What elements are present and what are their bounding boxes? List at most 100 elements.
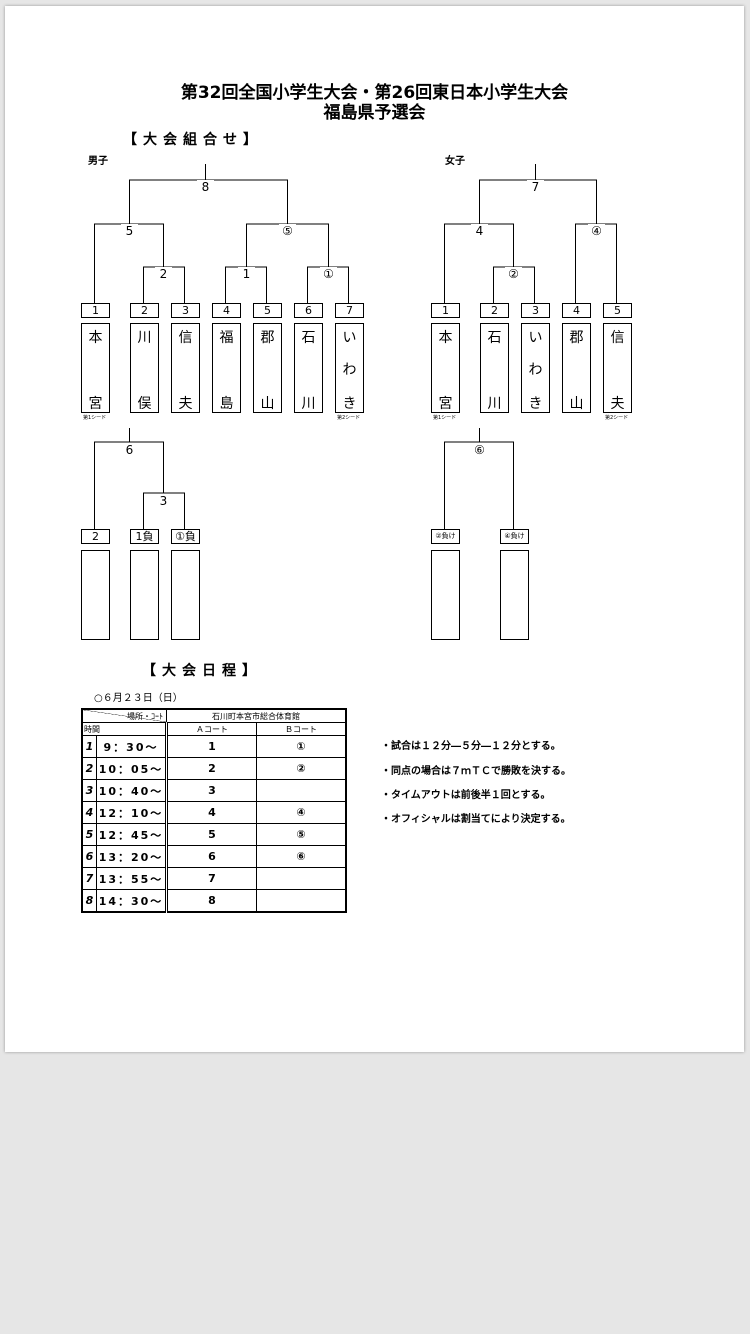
team-char: 島 [219, 396, 234, 412]
boys-slot-7: 7 [335, 303, 364, 318]
girls-seed-1: 第1シード [433, 415, 457, 421]
row-no: 6 [81, 845, 97, 868]
row-court-a: 2 [165, 757, 257, 780]
boys-slot-3: 3 [171, 303, 200, 318]
bracket-section-heading: 【大会組合せ】 [123, 132, 263, 148]
team-char: 信 [610, 330, 625, 346]
boys-slot-1: 1 [81, 303, 110, 318]
boys-cons-slot-3: ①負 [171, 529, 200, 544]
row-court-b [256, 779, 347, 802]
row-time: 12：45〜 [96, 823, 167, 846]
team-char: 夫 [610, 396, 625, 412]
boys-team-2: 川 俣 [130, 323, 159, 413]
row-time: 10：05〜 [96, 757, 167, 780]
header-time: 時間 [81, 722, 167, 736]
table-header-row: 時間 Ａコート Ｂコート [81, 722, 347, 736]
table-row: 7 13：55〜 7 [81, 867, 347, 890]
girls-match-7: 7 [527, 180, 544, 194]
team-char: 川 [487, 396, 502, 412]
boys-cons-box-1 [81, 550, 110, 640]
note-2: ・同点の場合は７ｍＴＣで勝敗を決する。 [381, 766, 571, 777]
boys-team-5: 郡 山 [253, 323, 282, 413]
header-venue: 石川町本宮市総合体育館 [166, 708, 347, 723]
girls-slot-4: 4 [562, 303, 591, 318]
row-time: 9：30〜 [96, 735, 167, 758]
team-char: わ [528, 362, 543, 378]
header-court-b: Ｂコート [256, 722, 347, 736]
boys-team-3: 信 夫 [171, 323, 200, 413]
row-time: 13：20〜 [96, 845, 167, 868]
table-row: 6 13：20〜 6 ⑥ [81, 845, 347, 868]
team-char: 本 [88, 330, 103, 346]
boys-seed-1: 第1シード [83, 415, 107, 421]
team-char: 郡 [569, 330, 584, 346]
schedule-table: 場所・ｺｰﾄ 石川町本宮市総合体育館 時間 Ａコート Ｂコート 1 9：30〜 … [81, 708, 347, 913]
boys-cons-box-3 [171, 550, 200, 640]
row-court-a: 5 [165, 823, 257, 846]
team-char: 山 [569, 396, 584, 412]
row-court-b [256, 889, 347, 913]
girls-slot-3: 3 [521, 303, 550, 318]
row-time: 13：55〜 [96, 867, 167, 890]
doc-title-line2: 福島県予選会 [323, 103, 426, 123]
team-char: い [342, 330, 357, 346]
row-time: 14：30〜 [96, 889, 167, 913]
team-char: 夫 [178, 396, 193, 412]
boys-team-4: 福 島 [212, 323, 241, 413]
team-char: 信 [178, 330, 193, 346]
boys-label: 男子 [88, 156, 108, 167]
boys-team-1: 本 宮 [81, 323, 110, 413]
note-1: ・試合は１２分―５分―１２分とする。 [381, 741, 561, 752]
boys-match-1c: ① [320, 267, 337, 281]
header-court-a: Ａコート [165, 722, 257, 736]
girls-seed-2: 第2シード [605, 415, 629, 421]
row-no: 4 [81, 801, 97, 824]
girls-cons-box-2 [500, 550, 529, 640]
girls-match-2c: ② [505, 267, 522, 281]
boys-match-5c: ⑤ [279, 224, 296, 238]
boys-match-8: 8 [197, 180, 214, 194]
doc-title-line1: 第32回全国小学生大会・第26回東日本小学生大会 [180, 83, 569, 103]
row-no: 5 [81, 823, 97, 846]
row-no: 8 [81, 889, 97, 913]
table-row: 2 10：05〜 2 ② [81, 757, 347, 780]
boys-team-7: い わ き [335, 323, 364, 413]
girls-match-4c: ④ [588, 224, 605, 238]
note-3: ・タイムアウトは前後半１回とする。 [381, 790, 551, 801]
row-no: 1 [81, 735, 97, 758]
row-no: 3 [81, 779, 97, 802]
girls-slot-2: 2 [480, 303, 509, 318]
boys-cons-slot-1: 2 [81, 529, 110, 544]
girls-match-4: 4 [471, 224, 488, 238]
row-court-b: ④ [256, 801, 347, 824]
girls-cons-box-1 [431, 550, 460, 640]
row-time: 12：10〜 [96, 801, 167, 824]
boys-match-5: 5 [121, 224, 138, 238]
row-court-b: ② [256, 757, 347, 780]
boys-slot-2: 2 [130, 303, 159, 318]
schedule-date: ○６月２３日（日） [94, 693, 183, 704]
team-char: 石 [487, 330, 502, 346]
girls-team-5: 信 夫 [603, 323, 632, 413]
team-char: い [528, 330, 543, 346]
table-row: 4 12：10〜 4 ④ [81, 801, 347, 824]
girls-team-4: 郡 山 [562, 323, 591, 413]
boys-match-1: 1 [238, 267, 255, 281]
boys-cons-slot-2: 1負 [130, 529, 159, 544]
row-no: 2 [81, 757, 97, 780]
girls-slot-5: 5 [603, 303, 632, 318]
row-court-a: 6 [165, 845, 257, 868]
girls-team-1: 本 宮 [431, 323, 460, 413]
girls-label: 女子 [445, 156, 465, 167]
team-char: 本 [438, 330, 453, 346]
row-court-b: ⑥ [256, 845, 347, 868]
team-char: 郡 [260, 330, 275, 346]
row-court-a: 3 [165, 779, 257, 802]
row-court-b: ⑤ [256, 823, 347, 846]
table-row: 1 9：30〜 1 ① [81, 735, 347, 758]
boys-match-6: 6 [121, 443, 138, 457]
team-char: 川 [301, 396, 316, 412]
table-row: 3 10：40〜 3 [81, 779, 347, 802]
team-char: 福 [219, 330, 234, 346]
boys-slot-4: 4 [212, 303, 241, 318]
